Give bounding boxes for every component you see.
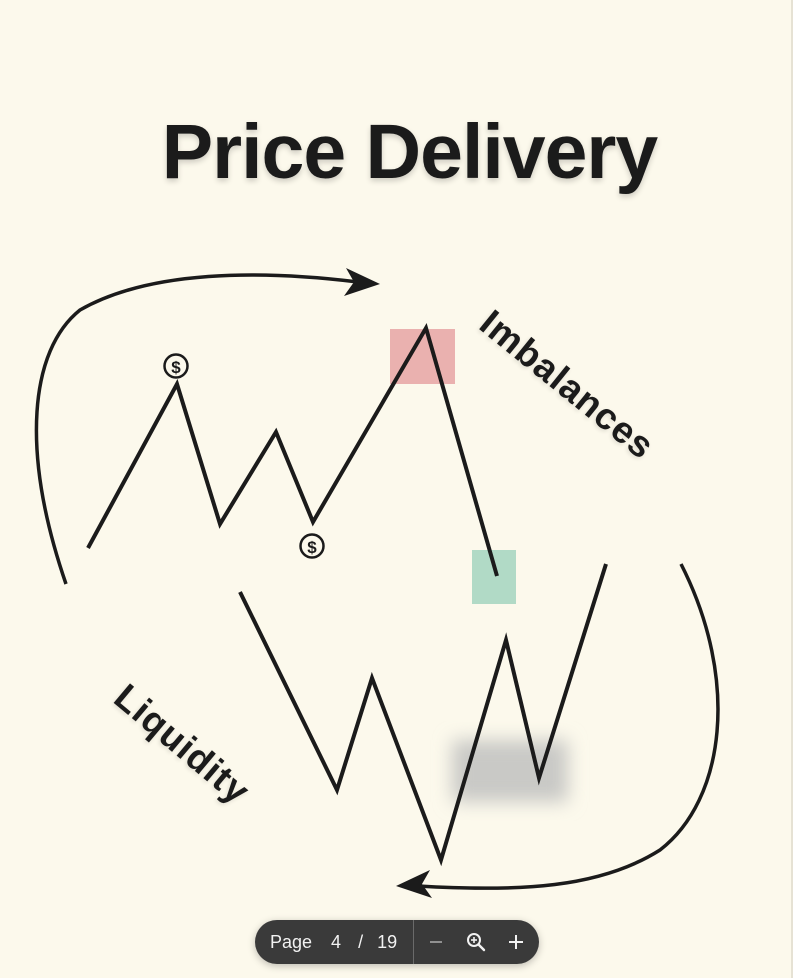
lower-cycle-arrow <box>417 563 720 890</box>
plus-icon <box>509 935 524 949</box>
dollar-symbol: $ <box>307 538 317 557</box>
page-label: Page <box>270 931 313 952</box>
liquidity-marker-top: $ <box>163 353 189 379</box>
toolbar-divider <box>413 920 415 964</box>
dollar-symbol: $ <box>171 358 181 377</box>
upper-price-path <box>86 322 499 577</box>
imbalance-box-green <box>472 550 516 604</box>
minus-icon <box>430 941 443 943</box>
page-toolbar: Page 4 / 19 <box>255 920 539 964</box>
page-separator: / <box>358 931 364 952</box>
upper-cycle-arrow <box>34 273 359 585</box>
page-title: Price Delivery <box>161 109 658 195</box>
zoom-out-button[interactable] <box>416 920 456 964</box>
zoom-fit-button[interactable] <box>456 920 496 964</box>
total-pages: 19 <box>377 931 398 952</box>
current-page-number[interactable]: 4 <box>331 931 342 952</box>
zoom-in-button[interactable] <box>496 920 536 964</box>
magnifier-icon <box>467 933 486 952</box>
liquidity-marker-bottom: $ <box>299 533 325 559</box>
page-edge <box>791 0 793 978</box>
lower-price-path <box>238 563 608 867</box>
upper-arrowhead <box>344 268 380 296</box>
blurred-box <box>452 740 568 802</box>
lower-arrowhead <box>396 870 432 898</box>
